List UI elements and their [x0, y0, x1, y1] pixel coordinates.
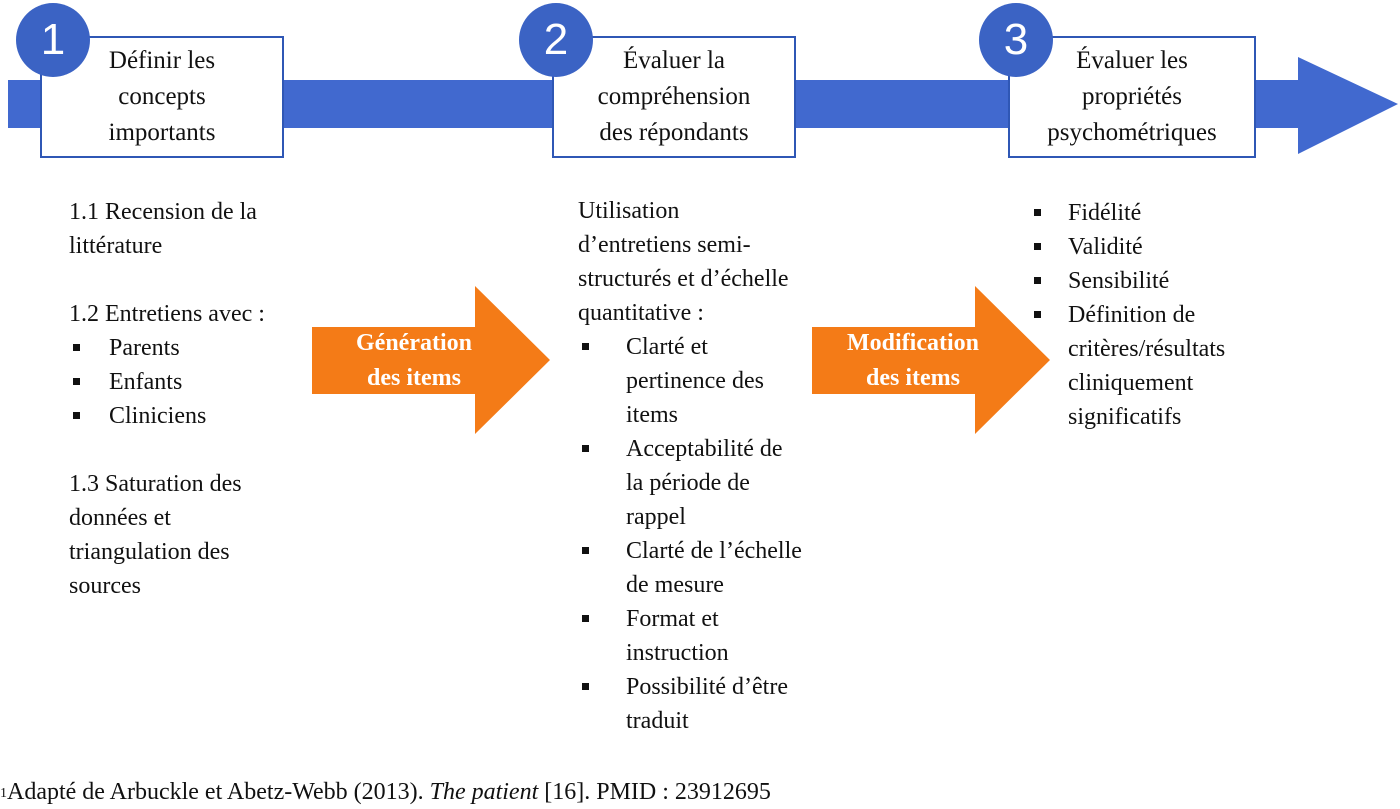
connector-label-2: Modification des items: [847, 330, 979, 391]
step-1-number: 1: [16, 3, 90, 77]
footnote: 1Adapté de Arbuckle et Abetz-Webb (2013)…: [0, 779, 771, 805]
step-2-box: Évaluer la compréhension des répondants: [552, 36, 796, 158]
step-3-title: Évaluer les propriétés psychométriques: [1047, 47, 1217, 146]
list-item: Sensibilité: [1030, 264, 1290, 298]
interview-list: Parents Enfants Cliniciens: [69, 331, 309, 433]
list-item: Parents: [69, 331, 309, 365]
connector-arrow-2: [812, 286, 1050, 434]
step-3-box: Évaluer les propriétés psychométriques: [1008, 36, 1256, 158]
list-item: Enfants: [69, 365, 309, 399]
step-3-number: 3: [979, 3, 1053, 77]
connector-label-1: Génération des items: [356, 330, 472, 391]
list-item: Validité: [1030, 230, 1290, 264]
connector-arrow-1: [312, 286, 550, 434]
list-item: Fidélité: [1030, 196, 1290, 230]
properties-list: Fidélité Validité Sensibilité Définition…: [1030, 196, 1290, 434]
section-1-2: 1.2 Entretiens avec :: [69, 301, 265, 327]
step-1-title: Définir les concepts importants: [108, 47, 216, 146]
step-2-title: Évaluer la compréhension des répondants: [597, 47, 751, 146]
step-3-details: Fidélité Validité Sensibilité Définition…: [1030, 196, 1290, 434]
list-item: Cliniciens: [69, 399, 309, 433]
step-2-number: 2: [519, 3, 593, 77]
